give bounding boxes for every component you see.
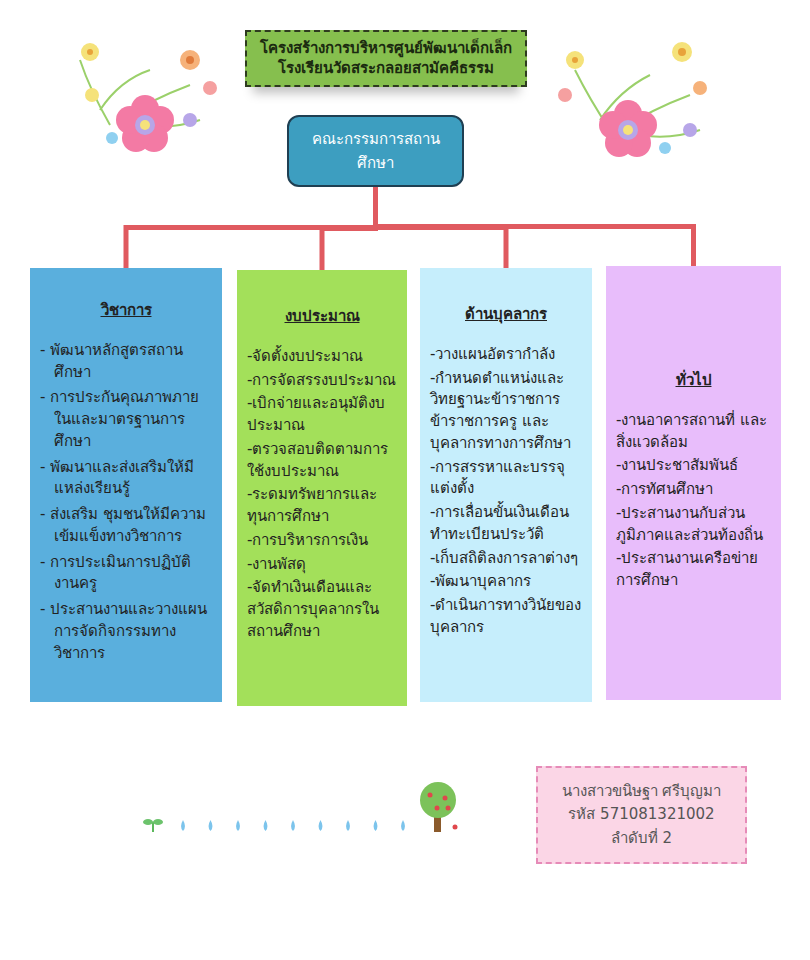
- flower-right: [558, 42, 707, 157]
- duty-item: -การสรรหาและบรรจุแต่งตั้ง: [430, 457, 582, 501]
- column-heading: วิชาการ: [40, 300, 212, 322]
- title: โครงสร้างการบริหารศูนย์พัฒนาเด็กเล็ก โรง…: [245, 30, 527, 87]
- duty-item: -การจัดสรรงบประมาณ: [247, 370, 397, 392]
- committee-box: คณะกรรมการสถานศึกษา: [287, 115, 464, 187]
- column-box: งบประมาณ -จัดตั้งงบประมาณ-การจัดสรรงบประม…: [237, 270, 407, 706]
- box-text: รหัส 571081321002: [546, 803, 737, 826]
- connector: [322, 187, 376, 270]
- duty-item: -ระดมทรัพยากรและทุนการศึกษา: [247, 484, 397, 528]
- author-box: นางสาวขนิษฐา ศรีบุญมารหัส 571081321002ลำ…: [536, 766, 747, 864]
- duty-item: - ส่งเสริม ชุมชนให้มีความเข้มแข็งทางวิชา…: [40, 504, 212, 548]
- duty-item: - การประกันคุณภาพภาย ในและมาตรฐานการศึกษ…: [40, 387, 212, 452]
- column-box: วิชาการ - พัฒนาหลักสูตรสถานศึกษา- การประก…: [30, 268, 222, 702]
- duty-item: - ประสานงานและวางแผนการจัดกิจกรรมทางวิชา…: [40, 599, 212, 664]
- duty-item: -การบริหารการเงิน: [247, 530, 397, 552]
- column-heading: งบประมาณ: [247, 306, 397, 328]
- duty-item: - พัฒนาหลักสูตรสถานศึกษา: [40, 340, 212, 384]
- column-box: ด้านบุคลากร -วางแผนอัตรากำลัง-กำหนดตำแหน่…: [420, 268, 592, 702]
- box-text: ลำดับที่ 2: [546, 827, 737, 850]
- duty-item: -ตรวจสอบติดตามการใช้งบประมาณ: [247, 439, 397, 483]
- duty-item: -งานอาคารสถานที่ และสิ่งแวดล้อม: [616, 410, 771, 454]
- duty-item: - การประเมินการปฏิบัติงานครู: [40, 552, 212, 596]
- duty-item: -กำหนดตำแหน่งและวิทยฐานะข้าราชการ ข้าราช…: [430, 368, 582, 455]
- duty-item: -เบิกจ่ายและอนุมัติงบประมาณ: [247, 393, 397, 437]
- duty-item: -ประสานงานกับส่วนภูมิภาคและส่วนท้องถิ่น: [616, 503, 771, 547]
- duty-item: -งานพัสดุ: [247, 554, 397, 576]
- duty-item: -เก็บสถิติลงการลาต่างๆ: [430, 548, 582, 570]
- duty-item: -ดำเนินการทางวินัยของบุคลากร: [430, 595, 582, 639]
- column-heading: ด้านบุคลากร: [430, 304, 582, 326]
- sprout: [143, 819, 163, 832]
- box-text: นางสาวขนิษฐา ศรีบุญมา: [546, 780, 737, 803]
- duty-item: -พัฒนาบุคลากร: [430, 571, 582, 593]
- column-box: ทั่วไป -งานอาคารสถานที่ และสิ่งแวดล้อม-งา…: [606, 266, 781, 700]
- flower-left: [80, 43, 217, 152]
- duty-item: -การทัศนศึกษา: [616, 479, 771, 501]
- column-heading: ทั่วไป: [616, 370, 771, 392]
- tree: [420, 782, 458, 832]
- duty-item: -จัดทำเงินเดือนและสวัสดิการบุคลากรในสถาน…: [247, 577, 397, 642]
- duty-item: -จัดตั้งงบประมาณ: [247, 346, 397, 368]
- duty-item: -วางแผนอัตรากำลัง: [430, 344, 582, 366]
- duty-item: -งานประชาสัมพันธ์: [616, 455, 771, 477]
- water-drops: [181, 820, 405, 831]
- connector: [376, 187, 694, 266]
- duty-item: - พัฒนาและส่งเสริมให้มีแหล่งเรียนรู้: [40, 457, 212, 501]
- duty-item: -การเลื่อนขั้นเงินเดือน ทำทะเบียนประวัติ: [430, 502, 582, 546]
- box-text: คณะกรรมการสถานศึกษา: [297, 127, 454, 175]
- duty-item: -ประสานงานเครือข่ายการศึกษา: [616, 548, 771, 592]
